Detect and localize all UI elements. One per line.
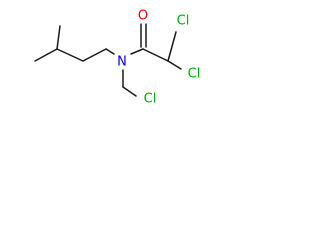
nitrogen-atom-label: N (117, 55, 127, 70)
chlorine-atom-label: Cl (144, 92, 157, 107)
bond-c-cl (122, 86, 137, 97)
bond-c-c (142, 48, 169, 62)
bond-c-cl (167, 31, 177, 62)
bond-c-n (105, 48, 115, 55)
chlorine-atom-label: Cl (177, 14, 190, 29)
bond-c-c (56, 25, 61, 50)
bond-n-c (130, 48, 144, 55)
molecule-structure: O N Cl Cl Cl (34, 9, 201, 107)
chemical-structure-canvas: O N Cl Cl Cl (0, 0, 216, 116)
bond-c-c (82, 48, 107, 62)
bond-c-cl (167, 60, 182, 70)
oxygen-atom-label: O (138, 9, 148, 24)
chlorine-atom-label: Cl (188, 67, 201, 82)
bond-c-c (34, 48, 58, 62)
bond-c-c (56, 48, 84, 62)
